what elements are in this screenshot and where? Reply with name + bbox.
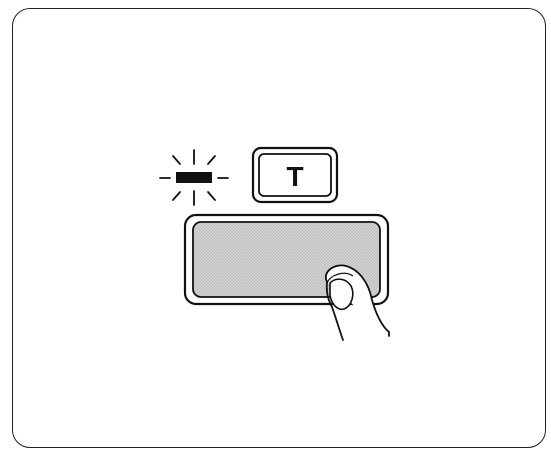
t-button[interactable]: T xyxy=(253,148,337,202)
indicator-light xyxy=(160,150,228,205)
indicator-lamp xyxy=(176,172,212,183)
t-button-label: T xyxy=(286,161,303,192)
